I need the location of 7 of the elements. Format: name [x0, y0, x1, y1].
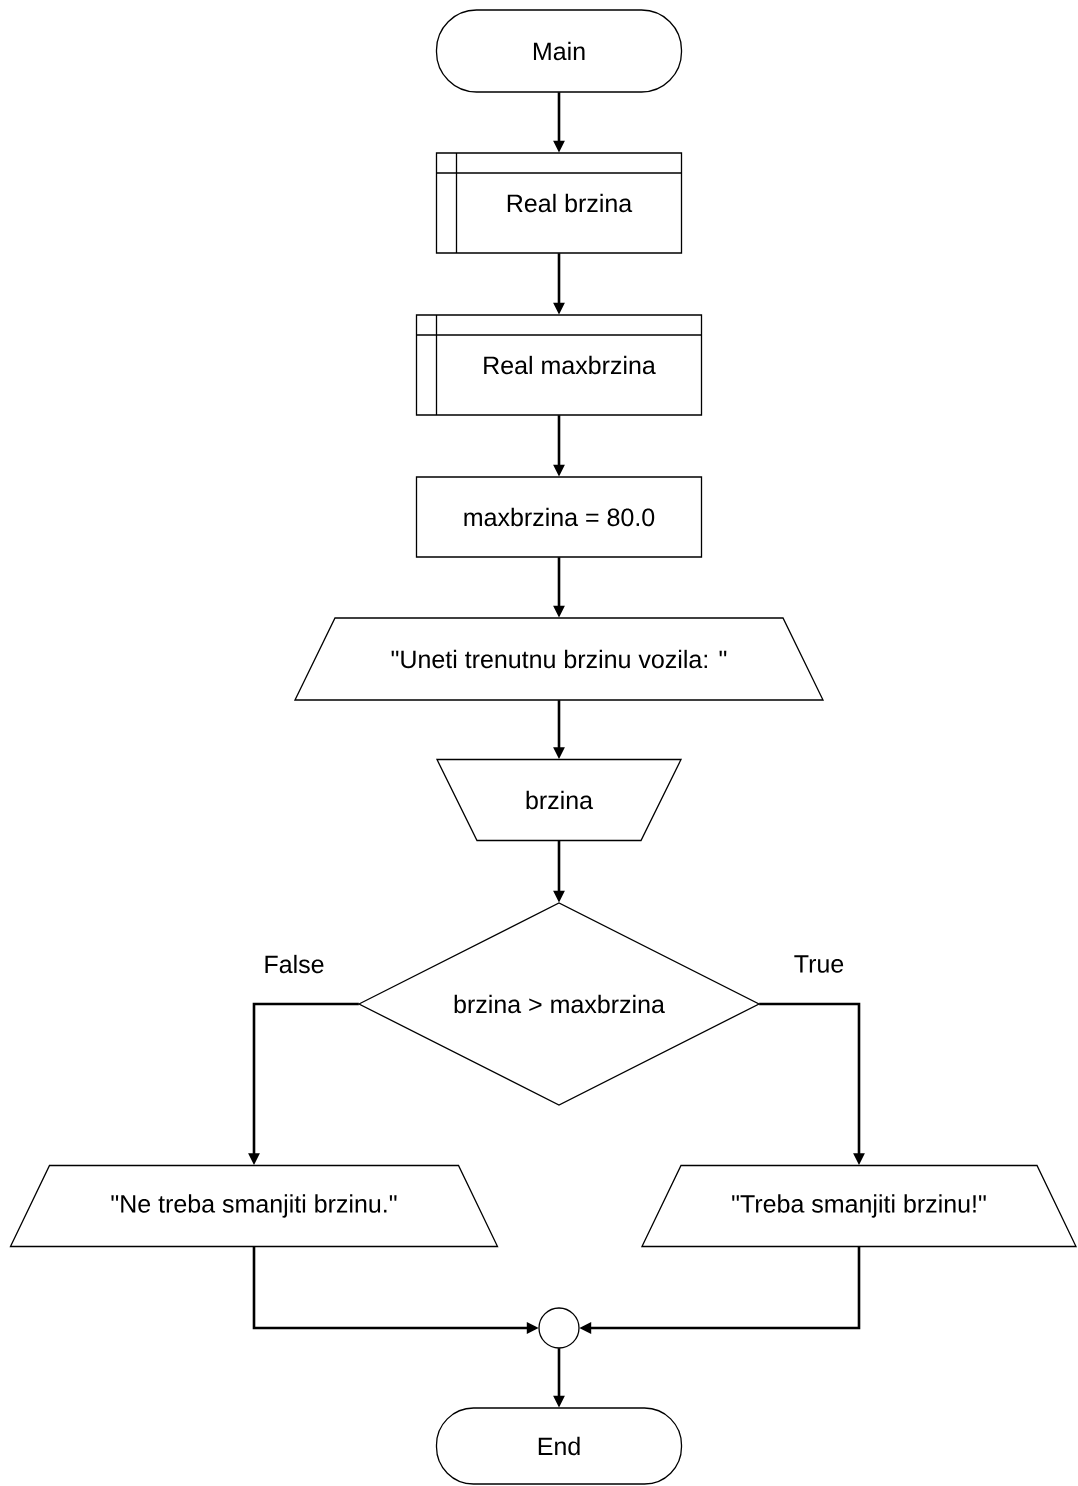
subroutine-box: Real brzina — [435, 152, 683, 254]
connector-circle — [538, 1307, 580, 1349]
output-parallelogram: "Ne treba smanjiti brzinu." — [9, 1164, 499, 1248]
subroutine-box: Real maxbrzina — [415, 314, 703, 416]
edge-label: False — [261, 952, 327, 976]
process-box: maxbrzina = 80.0 — [415, 476, 703, 558]
edge-label: True — [791, 953, 847, 975]
